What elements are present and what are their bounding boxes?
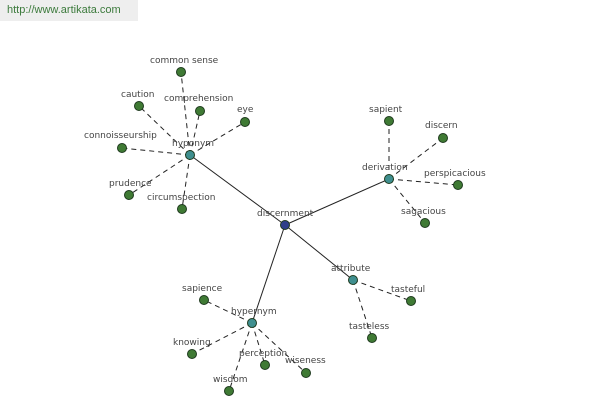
word-node-perception[interactable] [260,360,270,370]
word-label-discern[interactable]: discern [425,121,458,131]
word-node-eye[interactable] [240,117,250,127]
word-label-circumspection[interactable]: circumspection [147,193,216,203]
edge-hypernym-knowing [191,322,253,355]
word-label-caution[interactable]: caution [121,90,154,100]
edge-hyponym-connoisseurship [121,147,191,156]
edge-hyponym-comprehension [189,110,201,156]
word-node-perspicacious[interactable] [453,180,463,190]
edge-root-hyponym [189,154,286,226]
relation-node-derivation[interactable] [384,174,394,184]
word-label-perception[interactable]: perception [239,349,287,359]
relation-label-attribute[interactable]: attribute [331,264,371,274]
relation-label-derivation[interactable]: derivation [362,163,408,173]
word-node-common-sense[interactable] [176,67,186,77]
edge-hyponym-common-sense [180,71,191,156]
word-node-wisdom[interactable] [224,386,234,396]
edge-root-hypernym [251,224,286,324]
word-label-common-sense[interactable]: common sense [150,56,219,66]
relation-label-hyponym[interactable]: hyponym [172,139,214,149]
edge-derivation-perspicacious [388,178,459,186]
edge-hypernym-perception [251,322,266,366]
graph-nodes [117,67,463,396]
edge-hyponym-caution [138,105,191,156]
word-label-knowing[interactable]: knowing [173,338,211,348]
edge-hypernym-wisdom [228,322,253,392]
word-label-comprehension[interactable]: comprehension [164,94,233,104]
relation-label-hypernym[interactable]: hypernym [231,307,277,317]
edge-hyponym-prudence [128,154,191,196]
site-url-banner[interactable]: http://www.artikata.com [0,0,138,21]
word-node-sagacious[interactable] [420,218,430,228]
word-label-wisdom[interactable]: wisdom [213,375,248,385]
edge-attribute-tasteless [352,279,373,339]
word-node-discern[interactable] [438,133,448,143]
edge-hypernym-wiseness [251,322,307,374]
word-label-tasteful[interactable]: tasteful [391,285,425,295]
root-label-root[interactable]: discernment [257,209,314,219]
relation-node-hyponym[interactable] [185,150,195,160]
graph-labels: discernment hyponym derivation hypernym attr… [84,56,486,385]
word-node-comprehension[interactable] [195,106,205,116]
word-label-perspicacious[interactable]: perspicacious [424,169,486,179]
edge-root-derivation [284,178,390,226]
relation-node-attribute[interactable] [348,275,358,285]
edge-hyponym-circumspection [181,154,191,210]
word-label-eye[interactable]: eye [237,105,254,115]
word-node-sapience[interactable] [199,295,209,305]
word-node-knowing[interactable] [187,349,197,359]
word-node-circumspection[interactable] [177,204,187,214]
word-node-prudence[interactable] [124,190,134,200]
edge-attribute-tasteful [352,279,412,302]
word-label-sagacious[interactable]: sagacious [401,207,446,217]
edge-derivation-discern [388,137,444,180]
root-node-root[interactable] [280,220,290,230]
graph-edges [121,71,459,392]
word-node-wiseness[interactable] [301,368,311,378]
word-node-caution[interactable] [134,101,144,111]
word-label-wiseness[interactable]: wiseness [285,356,326,366]
word-node-tasteless[interactable] [367,333,377,343]
edge-derivation-sagacious [388,178,426,224]
edge-hyponym-eye [189,121,246,156]
word-label-prudence[interactable]: prudence [109,179,152,189]
edge-root-attribute [284,224,354,281]
word-label-tasteless[interactable]: tasteless [349,322,390,332]
word-node-tasteful[interactable] [406,296,416,306]
word-label-connoisseurship[interactable]: connoisseurship [84,131,157,141]
relation-node-hypernym[interactable] [247,318,257,328]
word-label-sapience[interactable]: sapience [182,284,223,294]
word-node-sapient[interactable] [384,116,394,126]
word-label-sapient[interactable]: sapient [369,105,403,115]
word-node-connoisseurship[interactable] [117,143,127,153]
